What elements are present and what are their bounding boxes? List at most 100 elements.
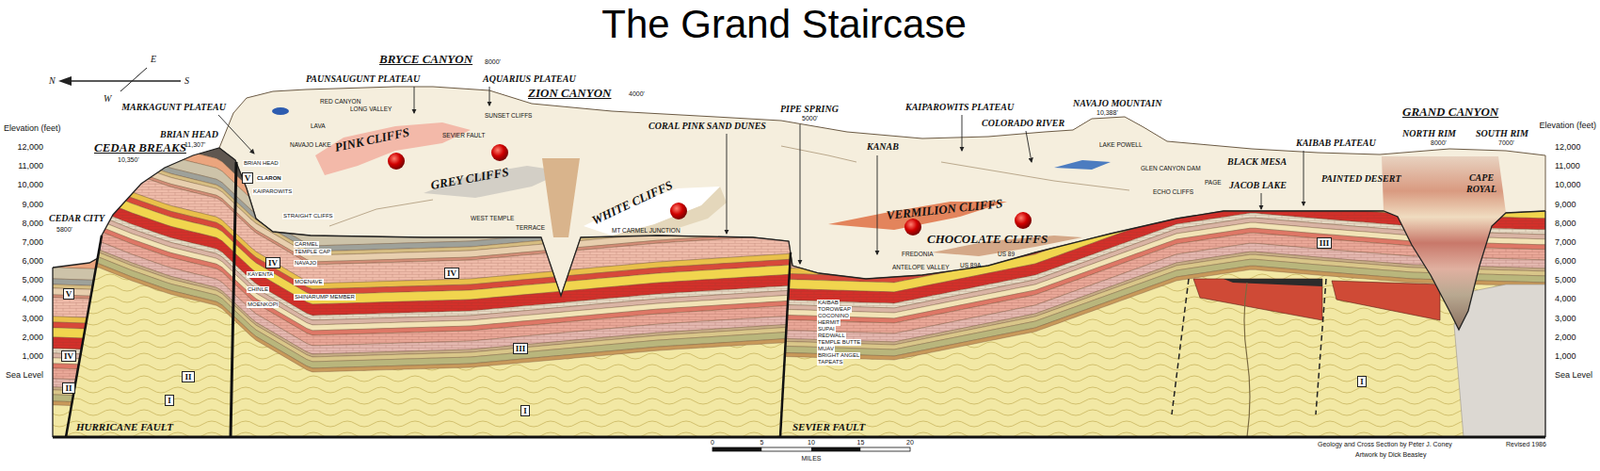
feature-label: MT CARMEL JUNCTION xyxy=(611,226,681,234)
rock-layer xyxy=(0,399,1600,407)
compass-line xyxy=(120,67,147,92)
place-label: MARKAGUNT PLATEAU xyxy=(121,101,226,113)
strata-label: TEMPLE BUTTE xyxy=(816,338,862,346)
strata-label: HERMIT xyxy=(816,319,841,326)
place-label: KANAB xyxy=(866,141,899,153)
feature-label: NAVAJO LAKE xyxy=(289,141,331,148)
feature-label: FREDONIA xyxy=(901,250,934,257)
strata-label: MUAV xyxy=(816,345,835,352)
lake xyxy=(272,107,289,115)
elevation-label: 7000' xyxy=(1498,139,1515,147)
rock-layer xyxy=(0,355,1600,366)
rock-group-number: I xyxy=(164,394,175,406)
scale-label: 0 xyxy=(710,438,715,447)
axis-label: 2,000 xyxy=(1554,332,1577,342)
rock-layer xyxy=(0,376,1600,389)
compass-arrowhead xyxy=(58,76,72,86)
axis-label: 7,000 xyxy=(21,237,44,247)
rock-group-number: I xyxy=(520,404,530,416)
dike xyxy=(1244,282,1250,437)
strata-label: NAVAJO xyxy=(293,259,318,267)
group-numeral: II xyxy=(64,383,72,393)
zion-canyon xyxy=(542,158,580,238)
scale-label: 15 xyxy=(857,438,865,447)
compass-arrow xyxy=(69,80,181,82)
feature-label: LAKE POWELL xyxy=(1099,141,1143,148)
leader-line xyxy=(877,155,879,255)
feature-label: ANTELOPE VALLEY xyxy=(892,263,950,271)
elevation-label: 10,350' xyxy=(117,156,140,164)
strata-label: MOENAVE xyxy=(293,278,324,286)
leader-line xyxy=(1025,130,1032,162)
axis-label: 8,000 xyxy=(1554,218,1577,228)
compass-letter: E xyxy=(150,53,157,65)
section-edge xyxy=(1544,210,1546,437)
group-numeral: IV xyxy=(447,268,457,278)
leader-line xyxy=(1303,150,1305,206)
rock-layer xyxy=(0,258,1600,356)
axis-label: Sea Level xyxy=(5,369,44,380)
fault-block xyxy=(0,0,1600,360)
tilted-block xyxy=(1331,280,1440,320)
axis-label: Elevation (feet) xyxy=(3,123,62,133)
group-numeral: IV xyxy=(64,351,74,361)
axis-label: 9,000 xyxy=(21,199,44,209)
axis-label: 12,000 xyxy=(1554,142,1582,152)
fault-line xyxy=(1315,278,1327,415)
axis-label: 12,000 xyxy=(16,142,44,152)
elevation-label: 5800' xyxy=(56,225,73,234)
axis-label: 10,000 xyxy=(1554,179,1582,190)
axis-label: 6,000 xyxy=(21,256,44,266)
credit-text: Geology and Cross Section by Peter J. Co… xyxy=(1317,440,1453,448)
compass-letter: W xyxy=(103,93,112,105)
terrain-line xyxy=(781,145,857,162)
place-label: PAINTED DESERT xyxy=(1321,173,1402,185)
axis-label: 3,000 xyxy=(1554,313,1577,323)
strata-label: MOENKOPI xyxy=(246,301,279,308)
rock-layer xyxy=(0,387,1600,397)
fault-line xyxy=(780,252,791,437)
fault-label: HURRICANE FAULT xyxy=(76,420,174,433)
place-label: KAIPAROWITS PLATEAU xyxy=(905,101,1014,113)
red-dot xyxy=(387,152,405,170)
leader-line xyxy=(800,124,801,264)
red-dot xyxy=(1014,211,1032,229)
cliff-label: CHOCOLATE CLIFFS xyxy=(927,232,1048,247)
group-numeral: V xyxy=(65,288,73,299)
scale-segment xyxy=(811,447,862,451)
elevation-label: 8000' xyxy=(1430,139,1447,147)
credit-text: Artwork by Dick Beasley xyxy=(1355,450,1426,459)
lake xyxy=(1054,160,1111,170)
axis-label: 5,000 xyxy=(1554,274,1577,285)
leader-line xyxy=(414,86,416,113)
tilted-block-band xyxy=(1223,278,1323,287)
feature-label: SEVIER FAULT xyxy=(442,131,485,139)
axis-label: 9,000 xyxy=(1554,199,1577,209)
section-outline xyxy=(52,147,1546,437)
place-label: BLACK MESA xyxy=(1227,156,1287,168)
rock-group-number: IV xyxy=(444,267,460,279)
place-label: KAIBAB PLATEAU xyxy=(1296,137,1376,149)
red-dots xyxy=(387,144,1032,236)
axis-label: 10,000 xyxy=(16,179,44,190)
scale-segment xyxy=(762,447,813,451)
feature-label: GLEN CANYON DAM xyxy=(1140,164,1201,172)
place-label: CAPE ROYAL xyxy=(1460,172,1503,194)
place-label: NORTH RIM xyxy=(1402,128,1456,140)
fault-block xyxy=(0,0,1600,372)
compass xyxy=(58,67,181,92)
axis-label: 11,000 xyxy=(1554,160,1581,171)
place-label: BRIAN HEAD xyxy=(160,128,219,141)
place-label: PIPE SPRING xyxy=(780,103,839,115)
rock-group-number: IV xyxy=(265,256,281,269)
place-label: PAUNSAUGUNT PLATEAU xyxy=(305,73,420,85)
rock-layer xyxy=(0,361,1600,370)
rock-group-number: III xyxy=(512,342,529,354)
terrain-line xyxy=(941,161,1130,191)
strata-label: SHINARUMP MEMBER xyxy=(293,293,356,301)
scale-label: 5 xyxy=(760,438,765,447)
feature-label: SUNSET CLIFFS xyxy=(484,112,532,119)
